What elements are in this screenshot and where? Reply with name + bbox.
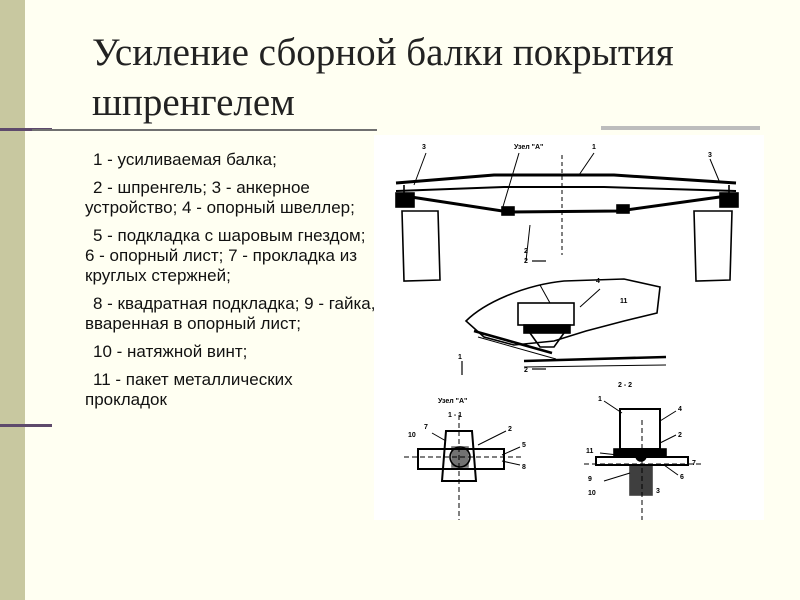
callout-5-left: 5 — [522, 442, 526, 449]
legend-item: 1 - усиливаемая балка; — [93, 150, 277, 169]
legend-item: 2 - шпренгель; 3 - анкерное устройство; … — [85, 178, 355, 217]
callout-2-left: 2 — [508, 426, 512, 433]
callout-1-right: 1 — [598, 396, 602, 403]
title-divider-left — [32, 129, 377, 131]
legend-item: 8 - квадратная подкладка; 9 - гайка, вва… — [85, 294, 376, 333]
callout-10-right: 10 — [588, 490, 596, 497]
accent-line-top — [0, 128, 52, 131]
legend-list: 1 - усиливаемая балка; 2 - шпренгель; 3 … — [85, 150, 377, 418]
callout-4-right: 4 — [678, 406, 682, 413]
callout-11-right: 11 — [586, 448, 594, 455]
section-mark-1: 1 — [458, 354, 462, 361]
callout-8-left: 8 — [522, 464, 526, 471]
callout-9-right: 9 — [588, 476, 592, 483]
callout-7-right: 7 — [692, 460, 696, 467]
title-divider-right — [601, 126, 760, 130]
engineering-drawing: Узел "А" 1 3 3 2 2 2 1 4 11 Узел "А" 1 -… — [374, 135, 764, 520]
callout-3-bottom: 3 — [656, 488, 660, 495]
section-2-2-title: 2 - 2 — [618, 382, 632, 389]
callout-1: 1 — [592, 144, 596, 151]
callout-7-left: 7 — [424, 424, 428, 431]
callout-3-right: 3 — [708, 152, 712, 159]
legend-item: 10 - натяжной винт; — [93, 342, 248, 361]
callout-4-node: 4 — [596, 278, 600, 285]
callout-2: 2 — [524, 248, 528, 255]
slide-title: Усиление сборной балки покрытия шпренгел… — [92, 31, 674, 124]
beam-reinforcement-drawing: Узел "А" 1 3 3 2 2 2 1 4 11 Узел "А" 1 -… — [395, 144, 739, 520]
section-mark-2-top: 2 — [524, 258, 528, 265]
section-1-1-title: 1 - 1 — [448, 412, 462, 419]
node-a-label-top: Узел "А" — [514, 144, 543, 151]
accent-line-bottom — [0, 424, 52, 427]
callout-2-right: 2 — [678, 432, 682, 439]
legend-item: 11 - пакет металлических прокладок — [85, 370, 293, 409]
callout-10-left: 10 — [408, 432, 416, 439]
callout-6-right: 6 — [680, 474, 684, 481]
callout-11-node: 11 — [620, 298, 628, 305]
section-mark-2-bottom: 2 — [524, 367, 528, 374]
callout-3-left: 3 — [422, 144, 426, 151]
left-accent-bar — [0, 0, 25, 600]
legend-item: 5 - подкладка с шаровым гнездом; 6 - опо… — [85, 226, 366, 285]
node-a-label-bottom: Узел "А" — [438, 398, 467, 405]
